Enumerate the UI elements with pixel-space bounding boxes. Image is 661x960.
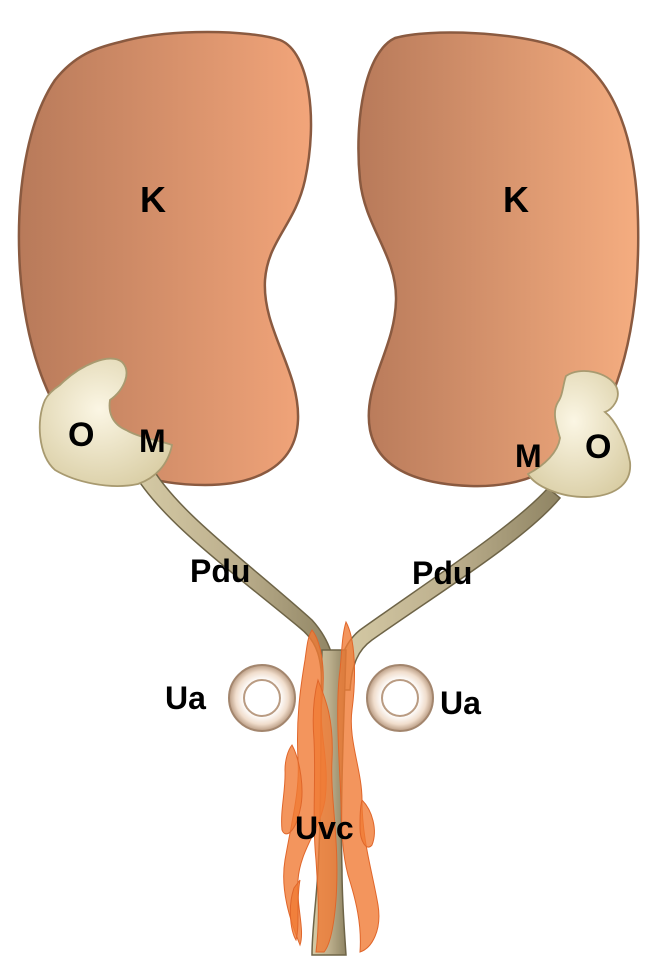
label-ovary-left: O	[68, 418, 94, 452]
label-artery-right: Ua	[440, 687, 481, 719]
label-ovary-right: O	[585, 430, 611, 464]
label-artery-left: Ua	[165, 682, 206, 714]
label-mesonephros-right: M	[515, 440, 542, 472]
artery-ring-left	[229, 665, 295, 731]
label-uvc: Uvc	[295, 812, 354, 844]
label-kidney-right: K	[503, 182, 529, 218]
label-duct-right: Pdu	[412, 557, 472, 589]
label-mesonephros-left: M	[139, 425, 166, 457]
artery-ring-right	[367, 665, 433, 731]
label-duct-left: Pdu	[190, 555, 250, 587]
label-kidney-left: K	[140, 182, 166, 218]
